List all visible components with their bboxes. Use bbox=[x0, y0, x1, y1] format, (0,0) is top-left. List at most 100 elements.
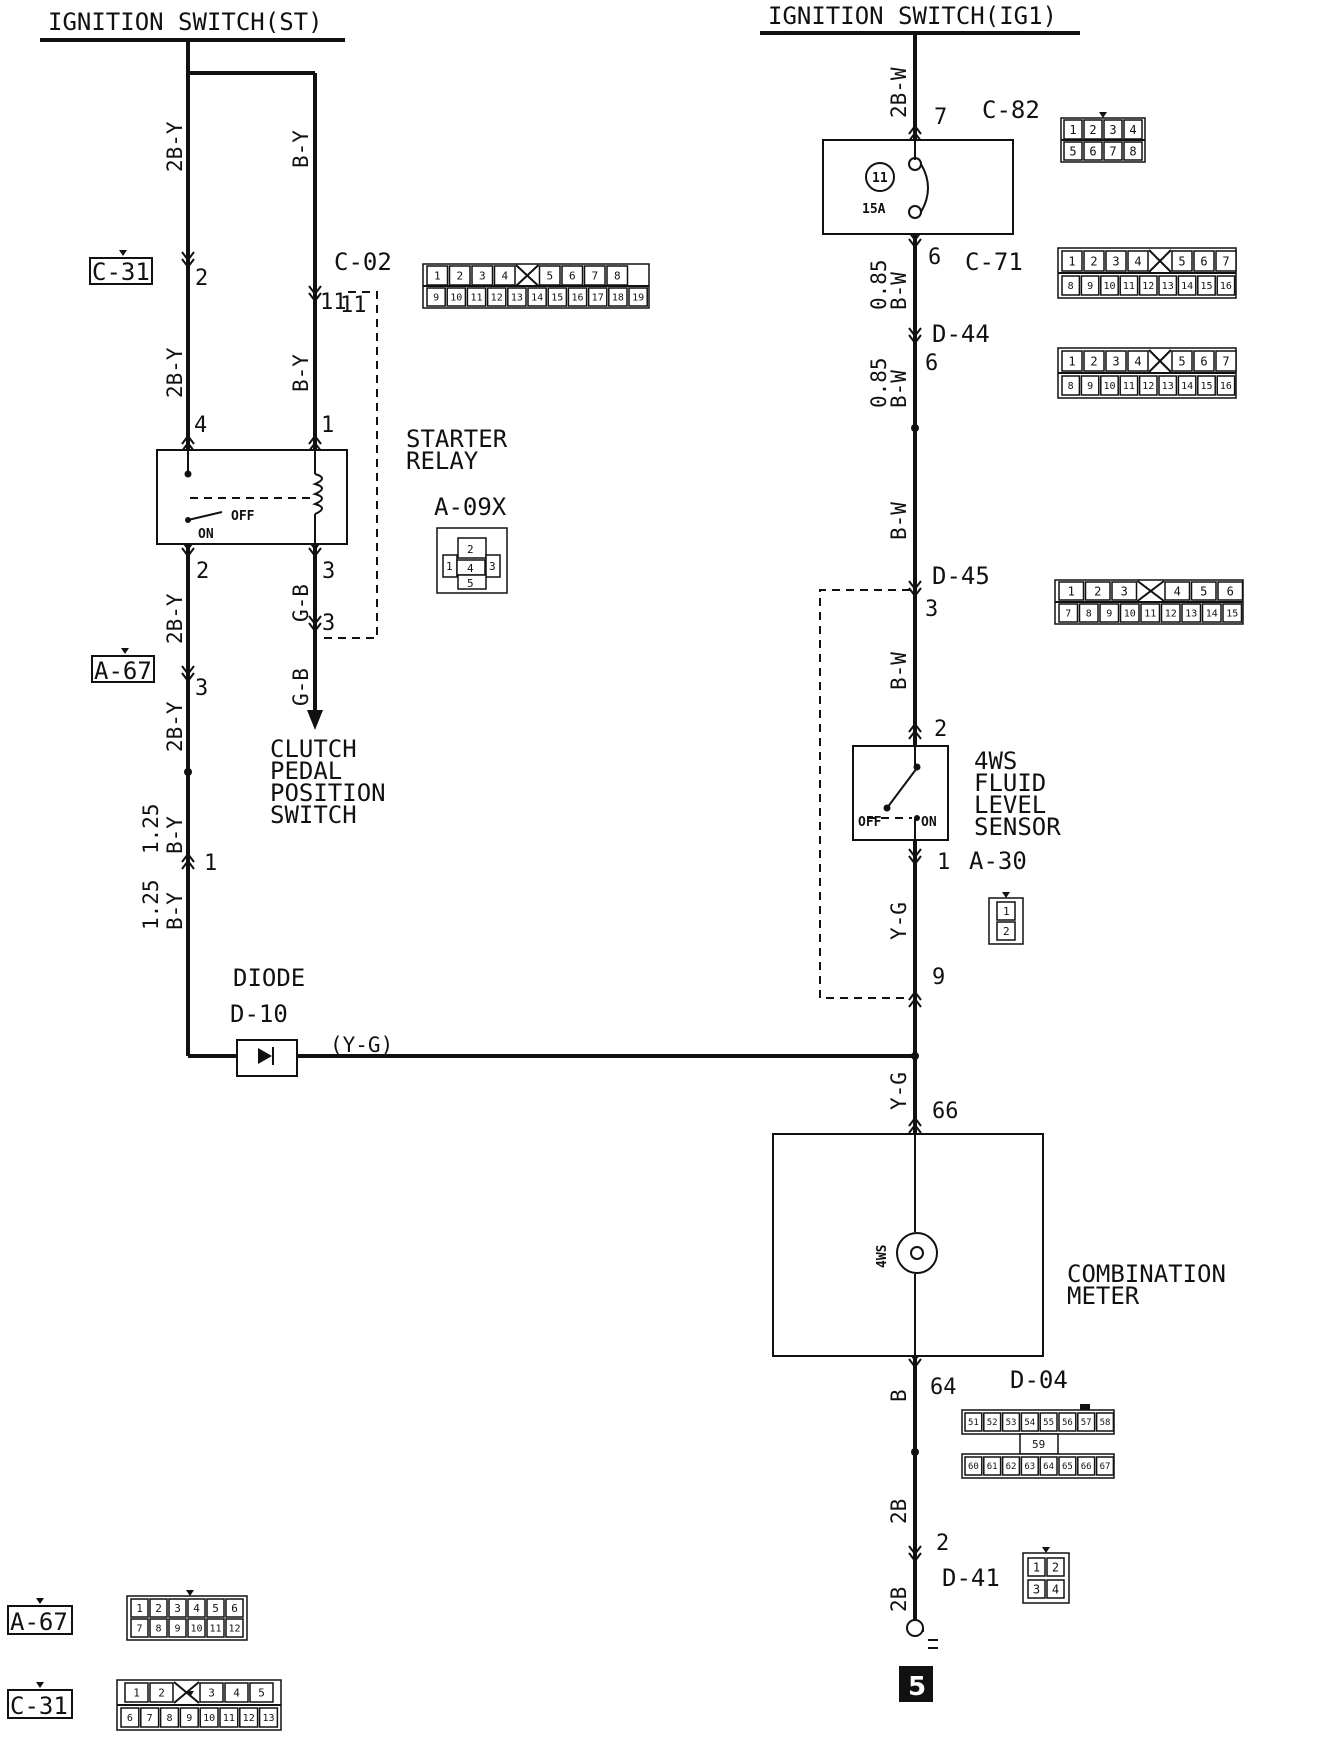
connector-pin-cell bbox=[1100, 275, 1119, 296]
svg-text:5: 5 bbox=[908, 1672, 926, 1702]
svg-text:1: 1 bbox=[1003, 905, 1010, 918]
connector-pin-cell bbox=[426, 287, 446, 307]
connector-pin-label: 57 bbox=[1081, 1418, 1092, 1428]
connector-pin-cell bbox=[567, 287, 588, 307]
connector-pin-label: 62 bbox=[1006, 1462, 1017, 1472]
label-pedal: PEDAL bbox=[270, 757, 342, 785]
svg-text:ON: ON bbox=[921, 815, 937, 830]
connector-pin-label: 8 bbox=[1068, 381, 1074, 392]
svg-text:A-67: A-67 bbox=[10, 1608, 68, 1636]
connector-pin-label: 7 bbox=[136, 1624, 142, 1635]
connector-pin-cell bbox=[1020, 1412, 1039, 1432]
wire-label: B-Y bbox=[163, 816, 187, 854]
connector-pin-label: 3 bbox=[1033, 1582, 1040, 1596]
connector-pin-cell bbox=[1046, 1557, 1065, 1577]
connector-pin-label: 11 bbox=[209, 1624, 221, 1635]
label-level: LEVEL bbox=[974, 791, 1046, 819]
connector-pin-label: 54 bbox=[1024, 1418, 1035, 1428]
connector-pin-cell bbox=[1058, 1412, 1077, 1432]
connector-pin-cell bbox=[1058, 581, 1085, 601]
connector-pin-cell bbox=[1063, 119, 1083, 140]
connector-pin-cell bbox=[219, 1707, 239, 1728]
pin-number: 4 bbox=[194, 413, 207, 438]
connector-pin-label: 6 bbox=[569, 269, 576, 282]
connector-pin-label: 52 bbox=[987, 1418, 998, 1428]
connector-pin-cell bbox=[1095, 1456, 1115, 1476]
wire-label: B-Y bbox=[163, 892, 187, 930]
connector-pin-cell bbox=[1061, 375, 1081, 396]
label-clutch: CLUTCH bbox=[270, 735, 357, 763]
connector-pin-cell bbox=[1119, 275, 1139, 296]
connector-pin-label: 6 bbox=[231, 1602, 238, 1615]
connector-pin-cell bbox=[1077, 1412, 1096, 1432]
connector-pin-cell bbox=[448, 265, 471, 286]
connector-pin-cell bbox=[493, 265, 516, 286]
connector-blank bbox=[1136, 580, 1165, 602]
starter-relay: OFF ON bbox=[156, 449, 348, 545]
ref-c82: C-82 bbox=[982, 96, 1040, 124]
connector-pin-cell bbox=[561, 265, 584, 286]
svg-text:2: 2 bbox=[1003, 925, 1010, 938]
connector-pin-cell bbox=[149, 1682, 174, 1703]
connector-pin-cell bbox=[1001, 1456, 1021, 1476]
connector-pin-label: 6 bbox=[1227, 584, 1234, 598]
connector-pin-label: 1 bbox=[1033, 1560, 1040, 1574]
wire-label: B-Y bbox=[289, 354, 313, 392]
connector-pin-cell bbox=[466, 287, 487, 307]
connector-a09x: 2 1 4 3 5 bbox=[436, 527, 508, 594]
connector-blank bbox=[1148, 249, 1172, 273]
ref-a09x: A-09X bbox=[434, 493, 507, 521]
fuse-11-15a: 11 15A bbox=[822, 139, 1014, 235]
connector-pin-cell bbox=[168, 1598, 187, 1618]
pin-number: 6 bbox=[925, 351, 938, 376]
connector-pin-label: 2 bbox=[456, 269, 463, 282]
wire-label: B-W bbox=[887, 652, 911, 690]
connector-pin-cell bbox=[1171, 350, 1193, 372]
label-diode: DIODE bbox=[233, 964, 305, 992]
connector-pin-cell bbox=[1160, 603, 1181, 623]
connector-pin-cell bbox=[426, 265, 449, 286]
connector-pin-cell bbox=[1127, 350, 1149, 372]
connector-pin-cell bbox=[983, 1412, 1002, 1432]
connector-pin-label: 11 bbox=[1144, 609, 1156, 620]
pin-number: 1 bbox=[204, 851, 217, 876]
connector-pin-label: 12 bbox=[228, 1624, 240, 1635]
connector-pin-label: 10 bbox=[1124, 609, 1136, 620]
connector-pin-cell bbox=[1222, 603, 1243, 623]
connector-pin-label: 2 bbox=[1090, 354, 1097, 368]
pin-number: 6 bbox=[928, 245, 941, 270]
connector-pin-label: 3 bbox=[479, 269, 486, 282]
dashed-connector-c02 bbox=[320, 291, 378, 639]
connector-pin-label: 7 bbox=[1065, 609, 1071, 620]
svg-text:C-31: C-31 bbox=[92, 258, 150, 286]
connector-pin-cell bbox=[587, 287, 608, 307]
title-ignition-ig1: IGNITION SWITCH(IG1) bbox=[768, 2, 1057, 30]
connector-pin-cell bbox=[964, 1412, 983, 1432]
connector-pin-label: 16 bbox=[1220, 281, 1232, 292]
wire-label: 0.85 bbox=[867, 259, 891, 310]
connector-pin-label: 13 bbox=[1185, 609, 1197, 620]
connector-pin-cell bbox=[1177, 275, 1197, 296]
connector-pin-cell bbox=[1164, 581, 1191, 601]
connector-pin-label: 7 bbox=[1109, 144, 1116, 158]
wire-label: 2B-Y bbox=[163, 347, 187, 398]
svg-text:59: 59 bbox=[1032, 1438, 1045, 1451]
wire-label: 0.85 bbox=[867, 357, 891, 408]
junction-dot bbox=[911, 424, 919, 432]
pin-number: 11 bbox=[340, 293, 367, 318]
connector-pin-cell bbox=[124, 1682, 149, 1703]
connector-pin-label: 1 bbox=[434, 269, 441, 282]
wire-label: 2B-W bbox=[887, 67, 911, 118]
ref-a30: A-30 bbox=[969, 847, 1027, 875]
connector-pin-label: 5 bbox=[212, 1602, 219, 1615]
connector-pin-label: 2 bbox=[1089, 123, 1096, 137]
connector-pin-label: 6 bbox=[1089, 144, 1096, 158]
connector-pin-cell bbox=[1193, 350, 1215, 372]
connector-pin-label: 12 bbox=[1142, 381, 1154, 392]
connector-pin-label: 4 bbox=[1174, 584, 1181, 598]
connector-pin-cell bbox=[1020, 1456, 1039, 1476]
connector-chevrons-right bbox=[908, 124, 922, 1563]
connector-pin-label: 6 bbox=[1200, 254, 1207, 268]
